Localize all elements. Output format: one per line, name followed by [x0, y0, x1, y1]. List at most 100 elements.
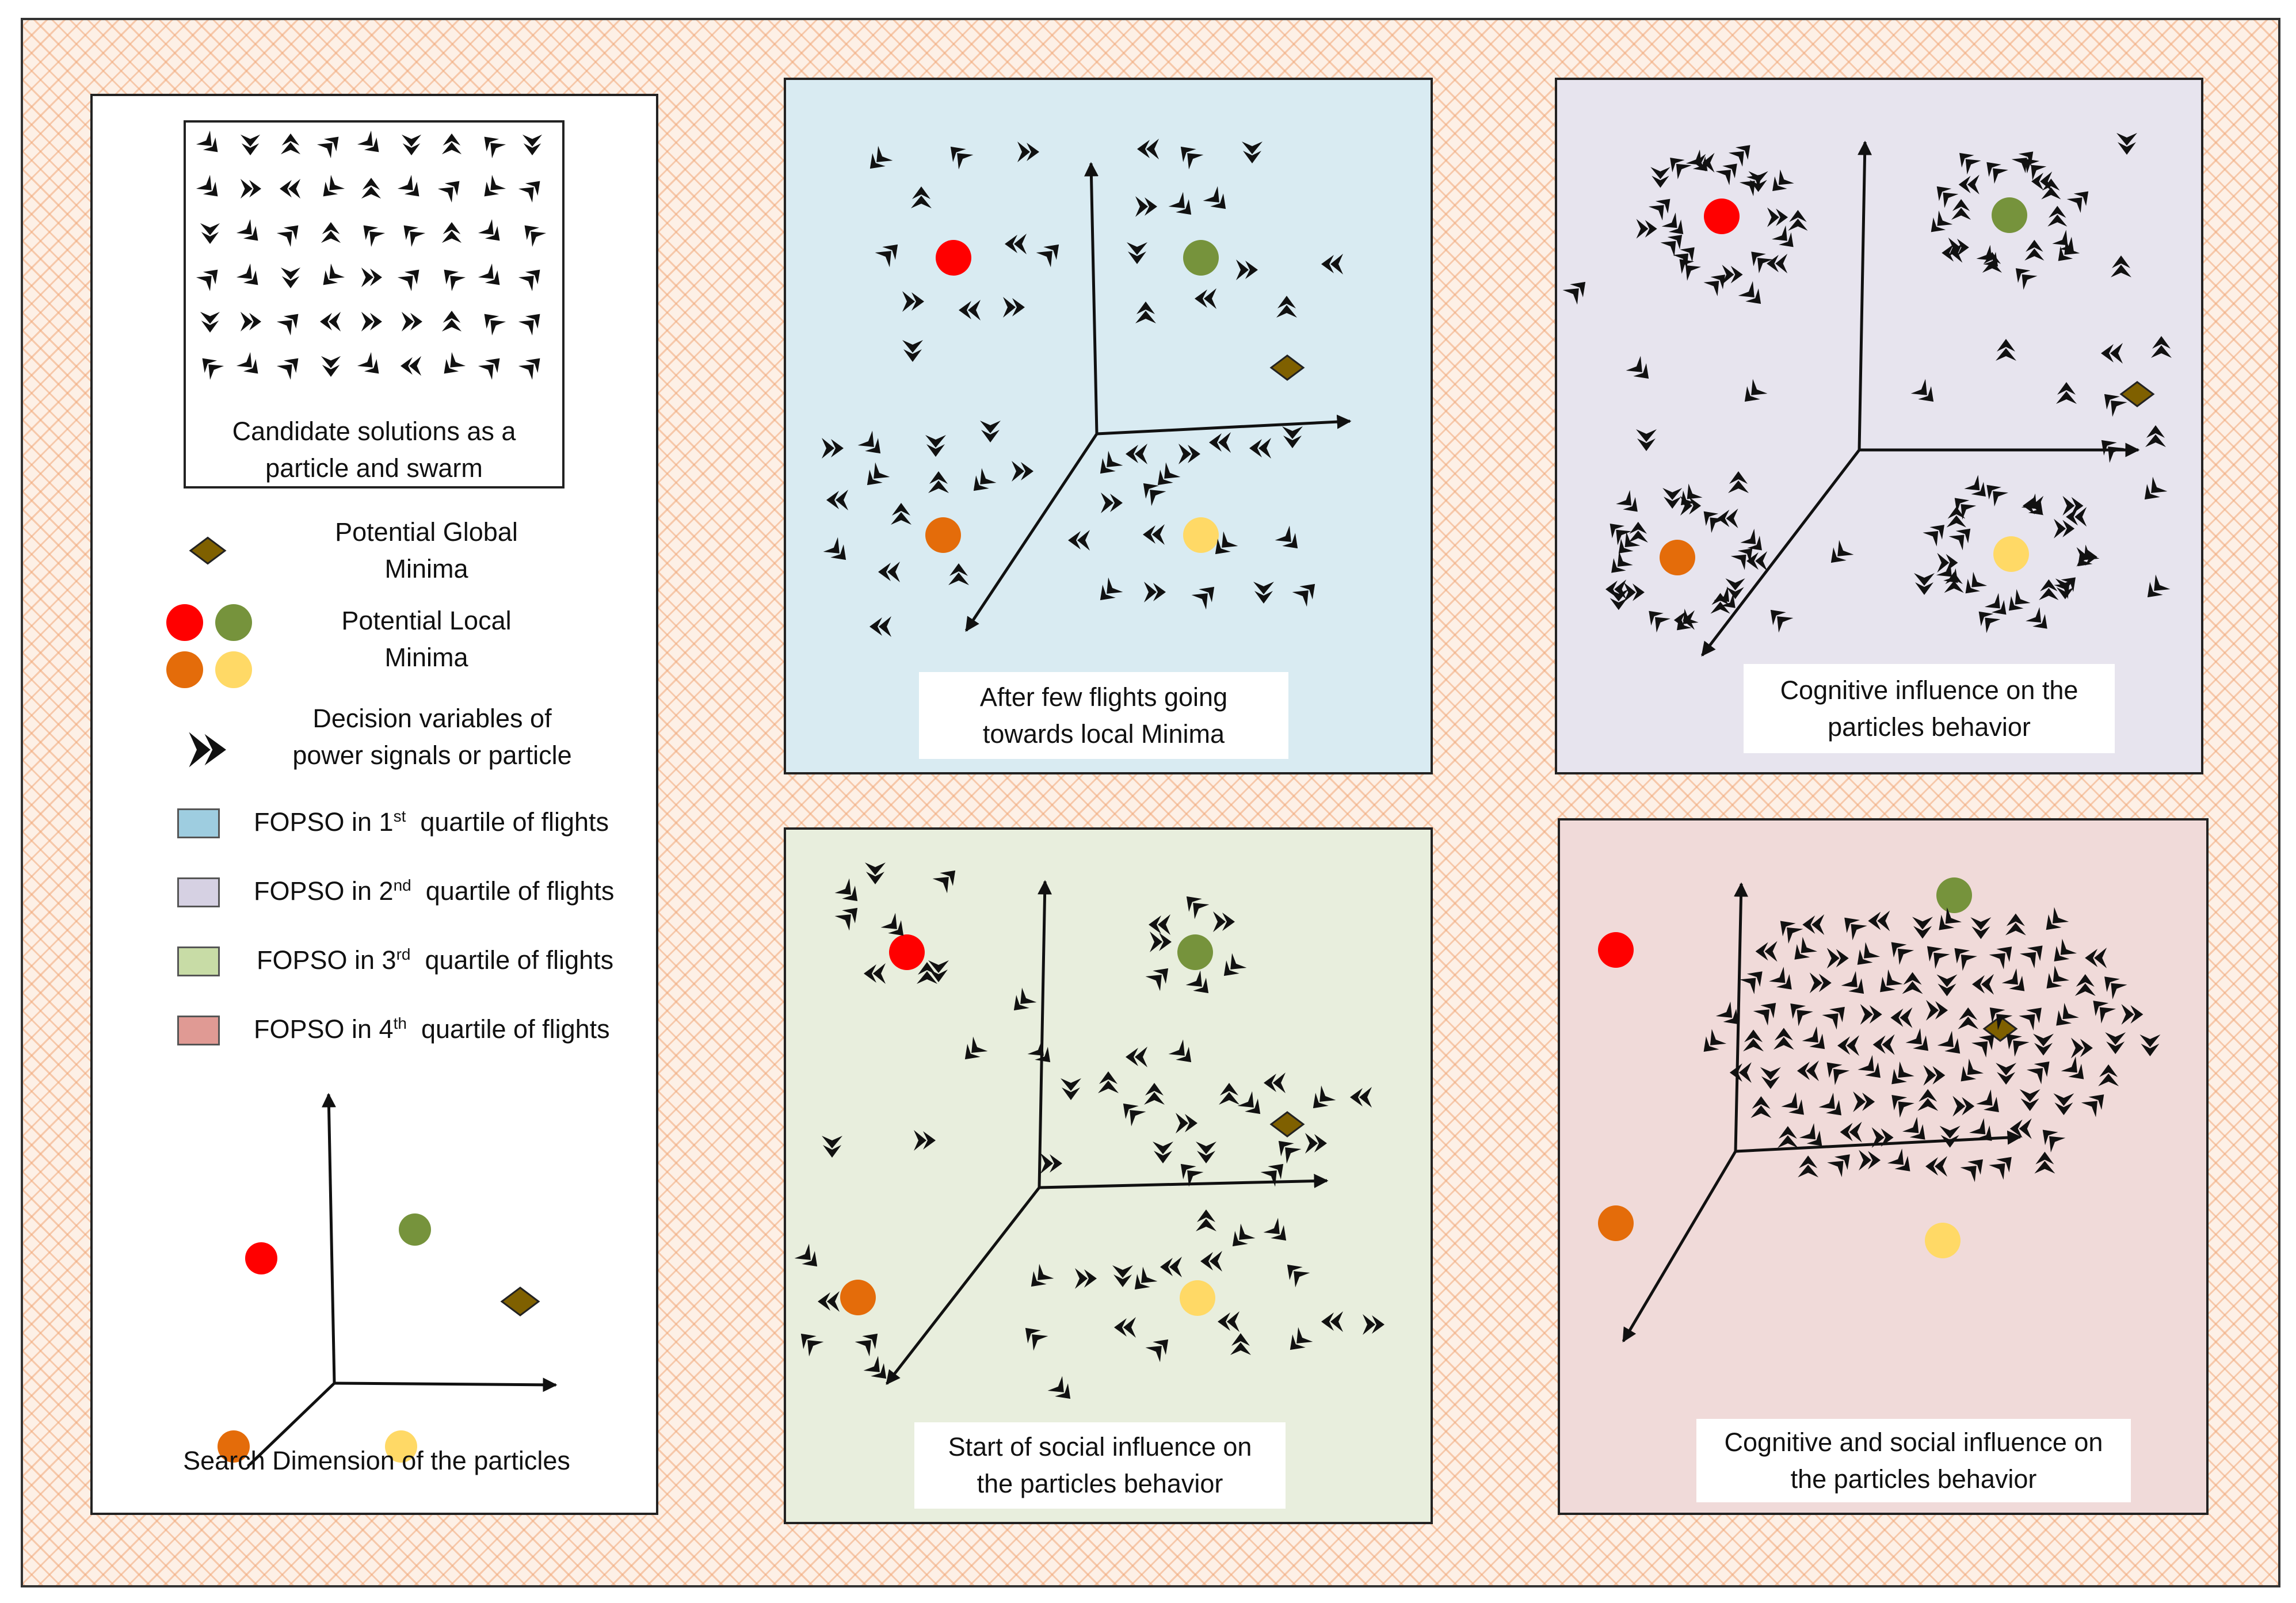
particle-arrow-icon — [1822, 1006, 1845, 1030]
particle-arrow-icon — [484, 174, 506, 197]
particle-arrow-icon — [1746, 551, 1768, 571]
particle-arrow-icon — [276, 314, 299, 336]
particle-arrow-icon — [1891, 1095, 1914, 1118]
particle-arrow-icon — [1611, 551, 1633, 573]
particle-arrow-icon — [1191, 586, 1215, 610]
particle-arrow-icon — [1662, 487, 1683, 509]
particle-arrow-icon — [822, 1136, 842, 1158]
quartile-2-sup: nd — [393, 876, 411, 894]
particle-arrow-icon — [1636, 429, 1657, 451]
global-minima-diamond-icon — [2119, 381, 2155, 407]
particle-arrow-icon — [401, 356, 422, 376]
particle-arrow-icon — [1728, 471, 1749, 493]
particle-arrow-icon — [1750, 1096, 1772, 1119]
quartile-4-label: FOPSO in 4th quartile of flights — [254, 1012, 610, 1047]
particle-arrow-icon — [1661, 212, 1684, 235]
quartile-1-caption-line-1: After few flights going — [979, 682, 1228, 712]
particle-arrow-icon — [2034, 1151, 2055, 1174]
particle-arrow-icon — [928, 960, 949, 982]
particle-arrow-icon — [1047, 1376, 1071, 1399]
particle-arrow-icon — [2066, 507, 2087, 527]
particle-arrow-icon — [2026, 607, 2047, 629]
particle-arrow-icon — [1944, 572, 1964, 593]
particle-arrow-icon — [196, 269, 218, 292]
quartile-1-caption: After few flights going towards local Mi… — [919, 672, 1288, 759]
particle-arrow-icon — [1176, 1113, 1197, 1133]
particle-arrow-icon — [1292, 583, 1315, 607]
particle-arrow-icon — [1200, 1251, 1222, 1272]
particle-arrow-icon — [818, 1291, 840, 1312]
quartile-4-swatch — [177, 1016, 220, 1045]
particle-arrow-icon — [1857, 942, 1881, 965]
particle-arrow-icon — [1321, 254, 1343, 274]
particle-arrow-icon — [1780, 921, 1803, 944]
particle-arrow-icon — [1027, 1039, 1051, 1063]
particle-arrow-icon — [1976, 245, 1998, 267]
particle-arrow-icon — [1715, 163, 1737, 185]
quartile-4-suffix: quartile of flights — [421, 1014, 610, 1044]
decision-variables-label: Decision variables of power signals or p… — [208, 700, 656, 774]
particle-arrow-icon — [1954, 498, 1977, 520]
particle-arrow-icon — [917, 962, 937, 984]
particle-arrow-icon — [1840, 1121, 1862, 1143]
particle-arrow-icon — [1305, 1133, 1327, 1154]
particle-arrow-icon — [1017, 142, 1039, 162]
candidate-swarm-grid — [196, 130, 547, 380]
particle-arrow-icon — [1186, 896, 1210, 919]
particle-arrow-icon — [1249, 438, 1271, 459]
particle-arrow-icon — [1679, 259, 1702, 281]
particle-arrow-icon — [1844, 917, 1867, 941]
particle-arrow-icon — [867, 462, 890, 486]
particle-arrow-icon — [1958, 174, 1980, 194]
particle-arrow-icon — [1061, 1078, 1081, 1100]
particle-arrow-icon — [1636, 219, 1657, 239]
particle-arrow-icon — [363, 225, 386, 247]
particle-arrow-icon — [1923, 525, 1944, 547]
particle-arrow-icon — [1936, 186, 1959, 208]
particle-arrow-icon — [1100, 577, 1123, 601]
particle-arrow-icon — [2066, 191, 2089, 213]
particle-arrow-icon — [902, 340, 923, 362]
minima-green-icon — [215, 604, 252, 641]
particle-arrow-icon — [902, 291, 924, 312]
particle-arrow-icon — [1350, 1087, 1372, 1108]
particle-arrow-icon — [1703, 274, 1726, 296]
axis-horizontal — [1039, 1174, 1329, 1189]
particle-arrow-icon — [1927, 946, 1950, 969]
particle-arrow-icon — [276, 358, 299, 380]
particle-arrow-icon — [875, 244, 898, 268]
local-minima-label: Potential Local Minima — [265, 602, 588, 676]
axis-depth — [1622, 1150, 1737, 1343]
search-dimension-caption: Search Dimension of the particles — [183, 1446, 570, 1475]
particle-arrow-icon — [1960, 1159, 1984, 1182]
quartile-3-caption-line-2: the particles behavior — [977, 1469, 1223, 1498]
particle-arrow-icon — [2116, 133, 2137, 155]
minima-green-icon — [1177, 934, 1213, 970]
quartile-1-caption-line-2: towards local Minima — [982, 719, 1225, 749]
particle-arrow-icon — [2054, 577, 2076, 599]
candidate-caption-line-1: Candidate solutions as a — [232, 417, 516, 446]
particle-arrow-icon — [1858, 1055, 1881, 1078]
particle-arrow-icon — [914, 1130, 936, 1151]
particle-arrow-icon — [1157, 462, 1181, 486]
particle-arrow-icon — [2144, 476, 2168, 500]
axis-depth — [964, 433, 1099, 632]
particle-arrow-icon — [1978, 611, 2001, 633]
minima-red-icon — [889, 934, 925, 970]
particle-arrow-icon — [794, 1243, 818, 1267]
particle-arrow-icon — [200, 311, 220, 333]
particle-arrow-icon — [478, 219, 500, 241]
quartile-1-suffix: quartile of flights — [420, 807, 609, 837]
particle-arrow-icon — [444, 352, 466, 374]
particle-arrow-icon — [800, 1333, 824, 1357]
axis-depth — [886, 1186, 1040, 1385]
particle-arrow-icon — [1242, 142, 1263, 163]
minima-orange-icon — [925, 517, 961, 553]
particle-arrow-icon — [1748, 171, 1768, 192]
particle-arrow-icon — [865, 862, 886, 884]
axis-depth — [1701, 449, 1860, 657]
particle-arrow-icon — [911, 186, 932, 208]
quartile-2-swatch — [177, 877, 220, 907]
particle-arrow-icon — [2001, 968, 2025, 991]
minima-green-icon — [1992, 197, 2027, 233]
